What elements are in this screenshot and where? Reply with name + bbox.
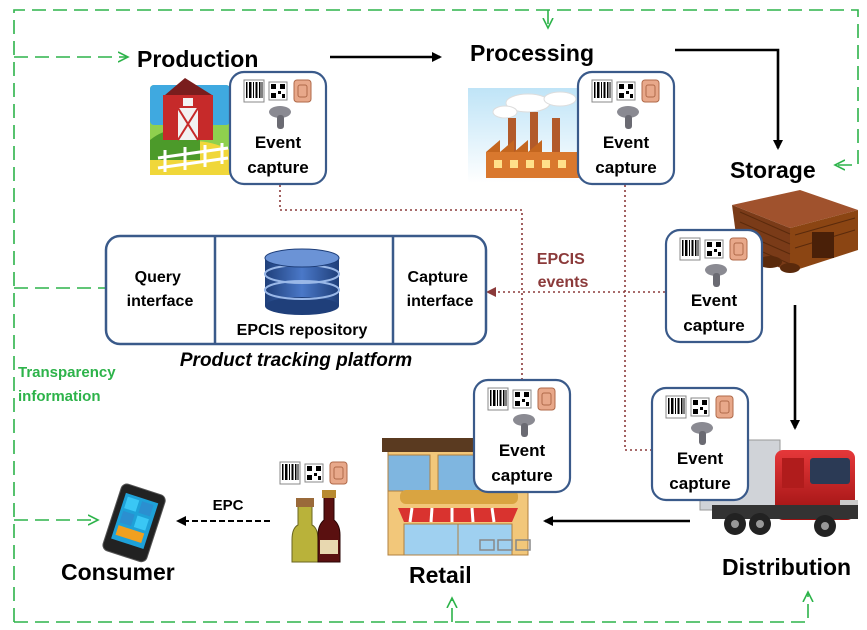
qr-code-icon bbox=[304, 463, 324, 483]
farm-barn-icon bbox=[150, 78, 230, 175]
arrow-processing-storage bbox=[675, 48, 783, 150]
barcode-icon bbox=[591, 79, 613, 103]
factory-icon bbox=[468, 88, 588, 183]
barcode-icon bbox=[243, 79, 265, 103]
product-tracking-platform: Query interface EPCIS repository Capture… bbox=[104, 234, 488, 371]
barcode-icon bbox=[679, 237, 701, 261]
epcis-event-lines bbox=[279, 185, 665, 451]
rfid-tag-icon bbox=[641, 79, 660, 103]
barcode-scanner-icon bbox=[705, 264, 727, 287]
smartphone-icon bbox=[102, 483, 166, 563]
capture-interface-label: Capture interface bbox=[407, 269, 474, 310]
barcode-scanner-icon bbox=[617, 106, 639, 129]
barcode-scanner-icon bbox=[691, 422, 713, 445]
query-interface-label: Query interface bbox=[127, 269, 194, 310]
qr-code-icon bbox=[512, 389, 532, 409]
stage-label-distribution: Distribution bbox=[722, 554, 851, 580]
barcode-scanner-icon bbox=[513, 414, 535, 437]
qr-code-icon bbox=[690, 397, 710, 417]
platform-title: Product tracking platform bbox=[180, 350, 412, 371]
qr-code-icon bbox=[704, 239, 724, 259]
stage-label-storage: Storage bbox=[730, 157, 816, 183]
barcode-scanner-icon bbox=[269, 106, 291, 129]
qr-code-icon bbox=[268, 81, 288, 101]
epc-label: EPC bbox=[213, 497, 244, 514]
flow-arrows bbox=[330, 48, 800, 526]
green-bottom bbox=[14, 592, 808, 623]
transparency-paths bbox=[13, 9, 859, 623]
barcode-icon bbox=[665, 395, 687, 419]
transparency-label: Transparency information bbox=[18, 364, 120, 405]
stage-label-retail: Retail bbox=[409, 562, 472, 588]
epcis-line-production bbox=[279, 185, 523, 380]
stage-label-processing: Processing bbox=[470, 40, 594, 66]
barcode-icon bbox=[279, 461, 301, 485]
green-outer-top bbox=[13, 9, 859, 622]
stage-label-production: Production bbox=[137, 46, 258, 72]
supermarket-icon bbox=[382, 438, 534, 556]
epcis-line-processing bbox=[624, 185, 655, 451]
barcode-icon bbox=[487, 387, 509, 411]
rfid-tag-icon bbox=[729, 237, 748, 261]
epcis-repository-label: EPCIS repository bbox=[237, 322, 368, 339]
rfid-tag-icon bbox=[329, 461, 348, 485]
rfid-tag-icon bbox=[293, 79, 312, 103]
qr-code-icon bbox=[616, 81, 636, 101]
database-icon bbox=[264, 248, 340, 315]
rfid-tag-icon bbox=[537, 387, 556, 411]
bottles-icon bbox=[291, 490, 341, 563]
epcis-events-label: EPCIS events bbox=[537, 251, 589, 291]
stage-label-consumer: Consumer bbox=[61, 559, 175, 585]
rfid-tag-icon bbox=[715, 395, 734, 419]
product-tags bbox=[279, 461, 348, 485]
